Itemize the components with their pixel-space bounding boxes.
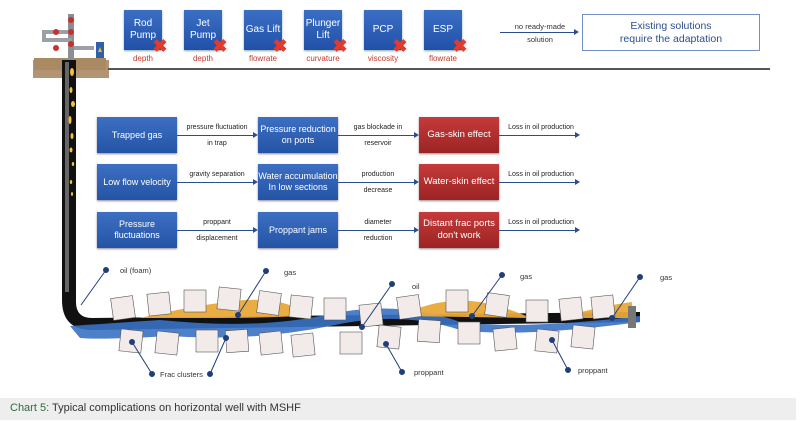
- reject-icon: ✖: [332, 36, 348, 56]
- edge-label: decrease: [363, 187, 393, 194]
- arrow-head-icon: [414, 179, 419, 185]
- label-proppant-2: proppant: [578, 366, 608, 375]
- label-oil-foam: oil (foam): [120, 266, 152, 275]
- pump-jet: Jet Pump: [184, 10, 222, 50]
- reject-icon: ✖: [392, 36, 408, 56]
- arrow-head-icon: [414, 132, 419, 138]
- wellbore: [33, 60, 643, 377]
- top-arrow-line: [500, 32, 574, 33]
- edge-label: production: [361, 171, 395, 178]
- pump-cause-jet: depth: [192, 54, 214, 63]
- arrow-line: [177, 135, 253, 136]
- cause-box: Low flow velocity: [97, 164, 177, 200]
- label-gas-1: gas: [284, 268, 297, 277]
- well-toe: [628, 306, 636, 328]
- arrow-line: [338, 230, 414, 231]
- oil-foam-bubbles: [68, 68, 75, 196]
- pump-gas-lift: Gas Lift: [244, 10, 282, 50]
- pump-cause-gas-lift: flowrate: [248, 54, 277, 63]
- edge-label: in trap: [207, 140, 227, 147]
- result-label: Loss in oil production: [508, 171, 574, 178]
- arrow-line: [499, 135, 575, 136]
- arrow-head-icon: [253, 227, 258, 233]
- reject-icon: ✖: [272, 36, 288, 56]
- arrow-line: [177, 182, 253, 183]
- top-arrow-label-1: no ready-made: [514, 22, 566, 31]
- cause-box: Trapped gas: [97, 117, 177, 153]
- edge-label: displacement: [196, 235, 238, 242]
- pump-pcp: PCP: [364, 10, 402, 50]
- pump-cause-esp: flowrate: [428, 54, 457, 63]
- figure-caption: Chart 5: Typical complications on horizo…: [10, 402, 301, 414]
- label-gas-2: gas: [520, 272, 533, 281]
- edge-label: reduction: [363, 235, 393, 242]
- label-frac-clusters: Frac clusters: [160, 370, 203, 379]
- arrow-head-icon: [574, 29, 579, 35]
- label-oil: oil: [412, 282, 420, 291]
- top-arrow-label-2: solution: [527, 35, 553, 44]
- arrow-line: [499, 182, 575, 183]
- reject-icon: ✖: [452, 36, 468, 56]
- arrow-head-icon: [575, 132, 580, 138]
- arrow-head-icon: [253, 179, 258, 185]
- label-proppant-1: proppant: [414, 368, 444, 377]
- effect-box: Gas-skin effect: [419, 117, 499, 153]
- pump-esp: ESP: [424, 10, 462, 50]
- effect-box: Water-skin effect: [419, 164, 499, 200]
- section-divider: [108, 68, 770, 70]
- caption-text: Typical complications on horizontal well…: [49, 402, 301, 414]
- pump-cause-plunger-lift: curvature: [306, 54, 340, 63]
- arrow-head-icon: [253, 132, 258, 138]
- edge-label: gravity separation: [189, 171, 245, 178]
- arrow-head-icon: [575, 179, 580, 185]
- arrow-line: [338, 135, 414, 136]
- caption-bar: [0, 398, 796, 420]
- mechanism-box: Proppant jams: [258, 212, 338, 248]
- result-label: Loss in oil production: [508, 219, 574, 226]
- edge-label: reservoir: [364, 140, 392, 147]
- frac-clusters: [110, 286, 616, 358]
- reject-icon: ✖: [152, 36, 168, 56]
- caption-lead: Chart 5:: [10, 402, 50, 414]
- callouts: [80, 267, 643, 377]
- arrow-head-icon: [414, 227, 419, 233]
- solution-line-2: require the adaptation: [619, 32, 723, 45]
- arrow-line: [177, 230, 253, 231]
- label-gas-3: gas: [660, 273, 673, 282]
- reject-icon: ✖: [212, 36, 228, 56]
- arrow-line: [499, 230, 575, 231]
- solution-line-1: Existing solutions: [630, 19, 712, 32]
- arrow-head-icon: [575, 227, 580, 233]
- arrow-line: [338, 182, 414, 183]
- result-label: Loss in oil production: [508, 124, 574, 131]
- pump-cause-rod: depth: [132, 54, 154, 63]
- edge-label: proppant: [203, 219, 231, 226]
- edge-label: gas blockade in: [353, 124, 403, 131]
- cause-box: Pressure fluctuations: [97, 212, 177, 248]
- edge-label: pressure fluctuation: [186, 124, 248, 131]
- pump-cause-pcp: viscosity: [367, 54, 399, 63]
- pump-rod: Rod Pump: [124, 10, 162, 50]
- pump-plunger-lift: Plunger Lift: [304, 10, 342, 50]
- edge-label: diameter: [364, 219, 392, 226]
